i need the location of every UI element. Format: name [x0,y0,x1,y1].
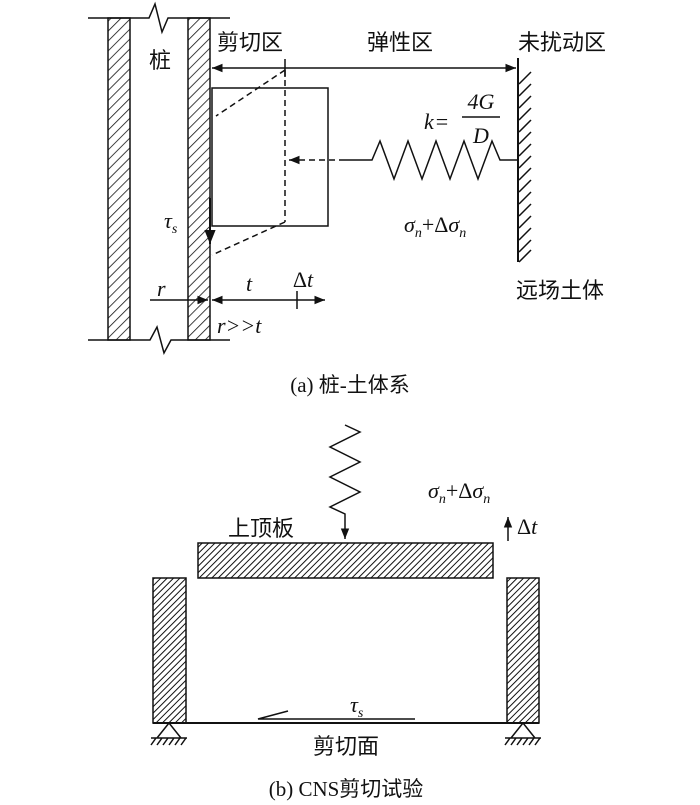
stiffness-numerator: 4G [468,89,495,114]
interface-shear-stress-label: τs [350,692,364,721]
radius-thickness-relation: r>>t [217,313,262,338]
right-support [504,722,541,746]
shear-stress-label: τs [164,208,178,237]
normal-stiffness-spring [328,424,362,539]
thickness-label: t [246,271,253,296]
pile-left-wall [107,17,131,341]
left-shear-box-wall [152,577,187,724]
elastic-zone-label: 弹性区 [367,30,433,55]
far-field-soil-label: 远场土体 [516,278,604,303]
dilation-label: Δt [517,514,538,539]
shear-zone-label: 剪切区 [217,30,283,55]
pile-soil-diagram: 桩 剪切区 弹性区 未扰动区 k= 4G D 远场土体 σn+Δσn [88,1,606,397]
thickness-increment-label: Δt [293,267,314,292]
normal-stress-label: σn+Δσn [404,212,466,241]
far-field-hatching [518,71,532,263]
soil-element-original [211,87,329,227]
stiffness-symbol: k= [424,109,448,134]
soil-element-deformed [211,69,286,256]
right-shear-box-wall [506,577,540,724]
left-support [150,722,187,746]
pile-top-break-line [88,1,230,35]
radius-label: r [157,276,166,301]
pile-bottom-break-line [88,324,230,356]
cns-shear-test-diagram: σn+Δσn 上顶板 Δt τs 剪切面 (b) CNS剪切试验 [150,424,541,801]
pile-right-wall [187,17,211,341]
caption-a: (a) 桩-土体系 [290,373,410,397]
pile-label: 桩 [149,48,171,73]
top-plate-label: 上顶板 [228,516,294,541]
top-plate [197,542,494,579]
undisturbed-zone-label: 未扰动区 [518,30,606,55]
normal-stress-label-b: σn+Δσn [428,478,490,507]
stiffness-denominator: D [472,123,489,148]
interface-shear-arrow [257,710,415,720]
caption-b: (b) CNS剪切试验 [269,777,424,801]
elastic-spring [345,138,518,182]
shear-plane-label: 剪切面 [313,734,379,759]
